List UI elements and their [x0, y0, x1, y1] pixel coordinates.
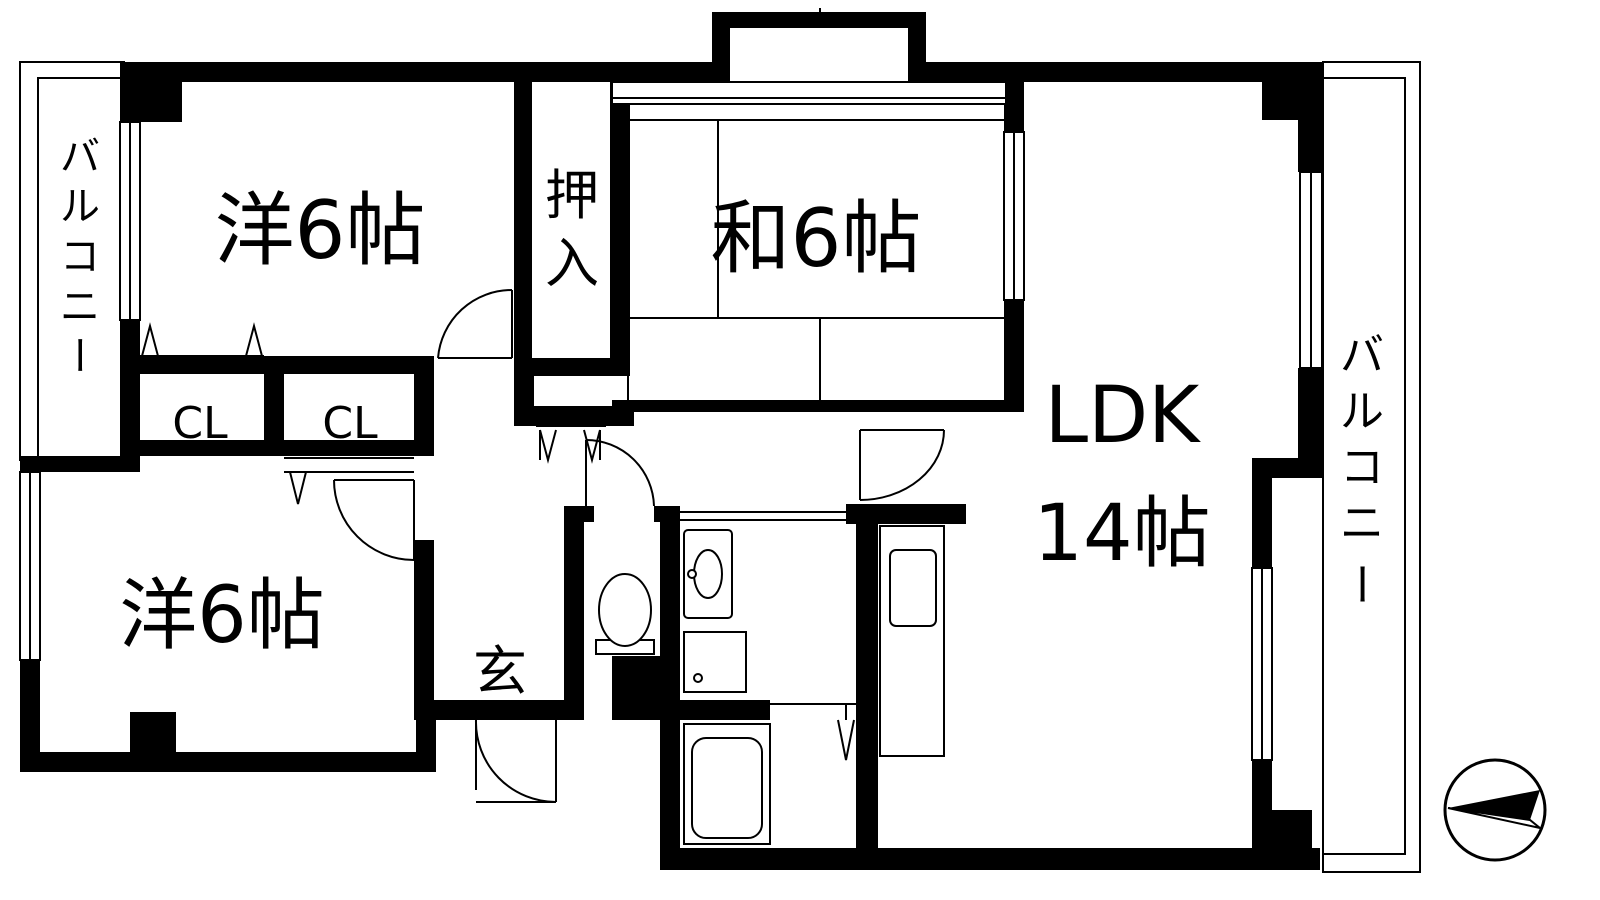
balcony-right-char: ニ [1340, 498, 1384, 549]
balcony-right-label: バ ル コ ニ ー [1335, 330, 1386, 606]
room-label-entrance: 玄 [473, 640, 527, 703]
doors [333, 288, 945, 803]
balcony-left-char: ニ [60, 284, 100, 330]
room-label-ldk-size: 14帖 [1033, 489, 1210, 579]
balcony-right-char: ル [1340, 386, 1384, 437]
windows [19, 81, 1323, 761]
interior-walls [120, 62, 1024, 870]
balcony-left-char: バ [60, 134, 100, 180]
room-label-oshiire-1: 押 [545, 164, 599, 227]
fixtures [595, 511, 945, 845]
balcony-right [1322, 61, 1421, 873]
room-label-ldk: LDK [1045, 371, 1202, 461]
room-label-oshiire-2: 入 [545, 232, 599, 295]
balcony-right-char: バ [1340, 330, 1384, 381]
sink-icon [683, 529, 733, 619]
balcony-left-label: バ ル コ ニ ー [55, 134, 101, 375]
closet-fronts [140, 322, 414, 505]
tatami-lines [627, 104, 1004, 400]
balcony-right-char: ー [1335, 562, 1386, 606]
room-label-japanese: 和6帖 [711, 192, 922, 285]
kitchen-counter-icon [879, 525, 945, 757]
room-label-closet-right: CL [322, 398, 378, 449]
toilet-icon [595, 573, 655, 655]
balcony-right-char: コ [1340, 442, 1384, 493]
room-label-closet-left: CL [172, 398, 228, 449]
bay-window [712, 8, 926, 80]
north-arrow-icon [1443, 758, 1547, 862]
washer-space-icon [683, 631, 747, 693]
bathtub-icon [683, 723, 771, 845]
room-label-western-top: 洋6帖 [215, 184, 426, 277]
balcony-left-char: ル [60, 184, 100, 230]
balcony-left-char: コ [60, 234, 100, 280]
room-label-western-bottom: 洋6帖 [119, 571, 325, 661]
balcony-left-char: ー [55, 335, 101, 375]
